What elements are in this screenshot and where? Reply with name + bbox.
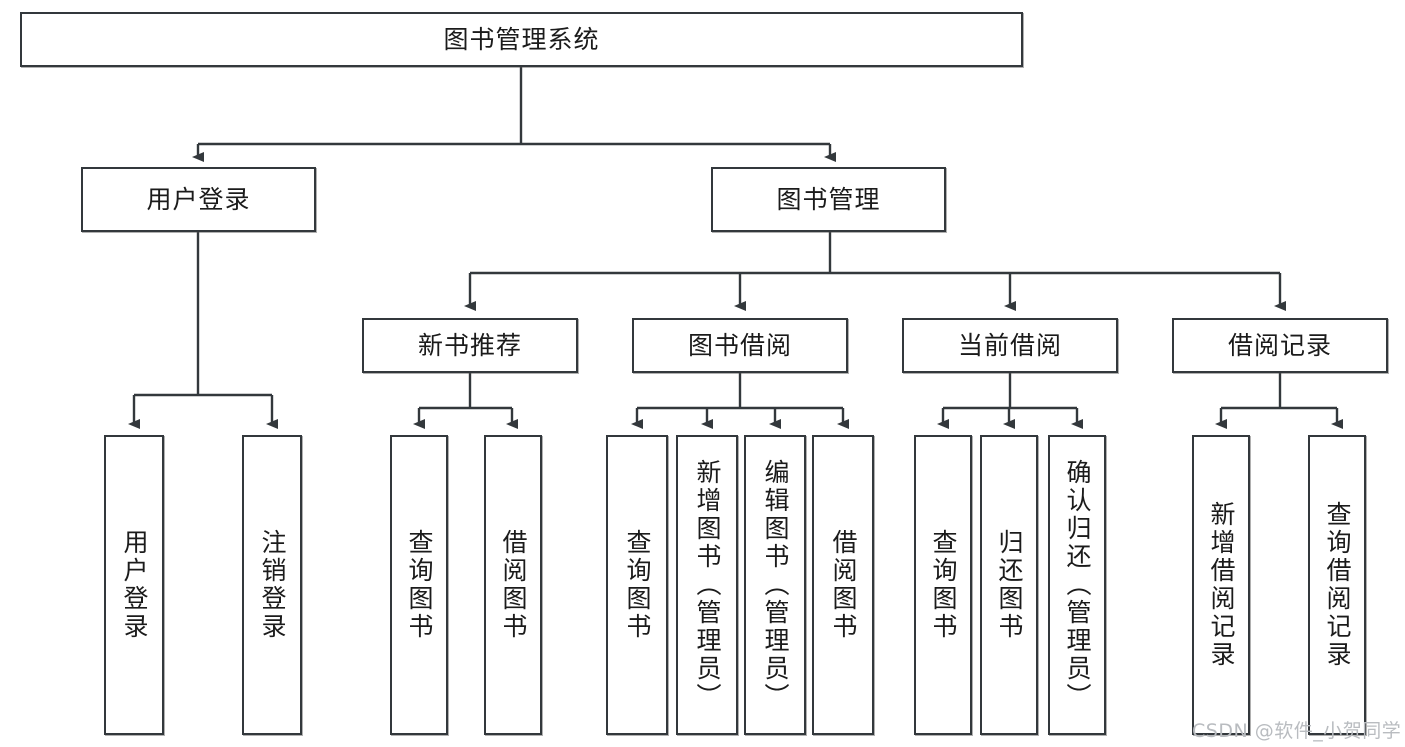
node-leaf-borrow-book-recommend[interactable]: 借阅图书 <box>484 435 542 735</box>
node-leaf-user-login[interactable]: 用户登录 <box>104 435 164 735</box>
node-leaf-borrow-book-label: 借阅图书 <box>829 529 858 641</box>
node-new-book-recommend-label: 新书推荐 <box>417 330 522 360</box>
node-leaf-query-borrow-record[interactable]: 查询借阅记录 <box>1308 435 1366 735</box>
node-leaf-borrow-book[interactable]: 借阅图书 <box>812 435 874 735</box>
node-leaf-add-book-admin-label: 新增图书（管理员） <box>693 459 722 711</box>
node-leaf-return-book[interactable]: 归还图书 <box>980 435 1038 735</box>
node-leaf-borrow-book-recommend-label: 借阅图书 <box>499 529 528 641</box>
node-borrow-record-label: 借阅记录 <box>1227 330 1332 360</box>
node-leaf-return-book-label: 归还图书 <box>995 529 1024 641</box>
node-leaf-logout-label: 注销登录 <box>258 529 287 641</box>
node-leaf-query-book-current-label: 查询图书 <box>929 529 958 641</box>
node-leaf-query-book-borrow-label: 查询图书 <box>623 529 652 641</box>
node-book-management[interactable]: 图书管理 <box>711 167 946 232</box>
node-leaf-confirm-return-admin-label: 确认归还（管理员） <box>1063 459 1092 711</box>
node-leaf-query-book-current[interactable]: 查询图书 <box>914 435 972 735</box>
node-book-borrow-label: 图书借阅 <box>687 330 792 360</box>
node-new-book-recommend[interactable]: 新书推荐 <box>362 318 578 373</box>
node-user-login-label: 用户登录 <box>146 184 251 214</box>
node-leaf-query-book-borrow[interactable]: 查询图书 <box>606 435 668 735</box>
node-current-borrow[interactable]: 当前借阅 <box>902 318 1118 373</box>
node-leaf-confirm-return-admin[interactable]: 确认归还（管理员） <box>1048 435 1106 735</box>
node-root-label: 图书管理系统 <box>443 24 600 54</box>
node-book-borrow[interactable]: 图书借阅 <box>632 318 848 373</box>
node-leaf-edit-book-admin-label: 编辑图书（管理员） <box>761 459 790 711</box>
node-current-borrow-label: 当前借阅 <box>957 330 1062 360</box>
node-borrow-record[interactable]: 借阅记录 <box>1172 318 1388 373</box>
node-leaf-edit-book-admin[interactable]: 编辑图书（管理员） <box>744 435 806 735</box>
node-leaf-query-borrow-record-label: 查询借阅记录 <box>1323 501 1352 669</box>
node-leaf-add-book-admin[interactable]: 新增图书（管理员） <box>676 435 738 735</box>
node-leaf-user-login-label: 用户登录 <box>120 529 149 641</box>
watermark: CSDN @软件_小贺同学 <box>1192 720 1402 742</box>
node-root[interactable]: 图书管理系统 <box>20 12 1023 67</box>
node-leaf-query-book-recommend-label: 查询图书 <box>405 529 434 641</box>
node-leaf-add-borrow-record[interactable]: 新增借阅记录 <box>1192 435 1250 735</box>
node-leaf-logout[interactable]: 注销登录 <box>242 435 302 735</box>
node-leaf-add-borrow-record-label: 新增借阅记录 <box>1207 501 1236 669</box>
node-leaf-query-book-recommend[interactable]: 查询图书 <box>390 435 448 735</box>
node-user-login[interactable]: 用户登录 <box>81 167 316 232</box>
node-book-management-label: 图书管理 <box>776 184 881 214</box>
